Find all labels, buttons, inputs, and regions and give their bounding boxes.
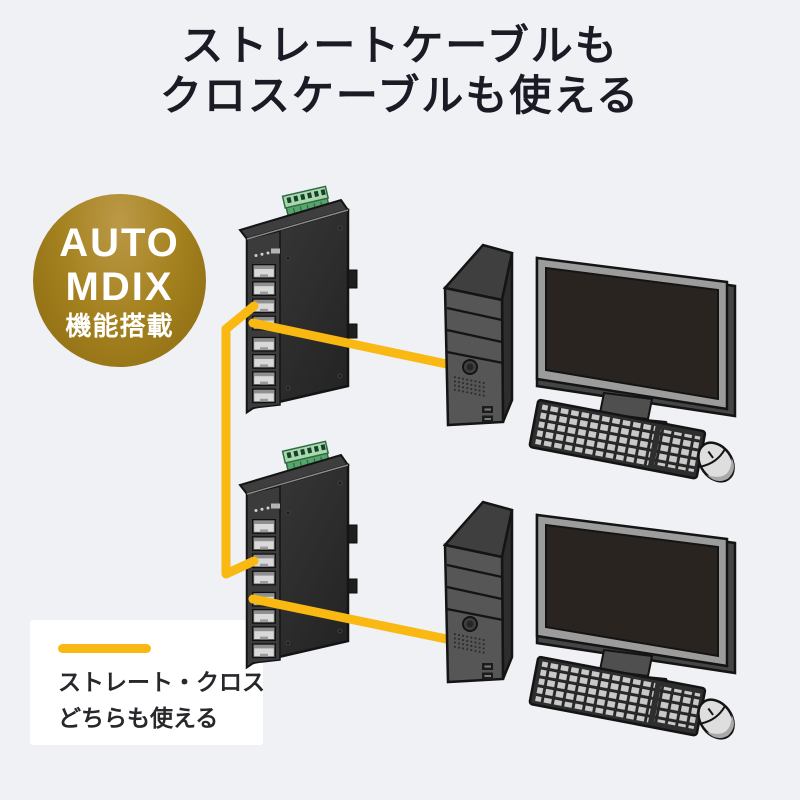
cable-color-swatch bbox=[58, 644, 151, 653]
badge-line2: MDIX bbox=[65, 264, 174, 309]
legend-box: ストレート・クロス どちらも使える bbox=[30, 620, 265, 745]
badge-line1: AUTO bbox=[59, 220, 180, 265]
legend-line2: どちらも使える bbox=[58, 705, 219, 731]
legend-text: ストレート・クロス どちらも使える bbox=[58, 664, 265, 736]
legend-line1: ストレート・クロス bbox=[58, 669, 265, 695]
network-switch-top bbox=[240, 186, 357, 412]
badge-line3: 機能搭載 bbox=[65, 310, 174, 341]
desktop-computer-top bbox=[443, 243, 743, 490]
page-title: ストレートケーブルも クロスケーブルも使える bbox=[0, 22, 800, 122]
page-title-line2: クロスケーブルも使える bbox=[159, 74, 641, 120]
cable-switch2-to-computer2 bbox=[248, 594, 461, 646]
cable-switch1-to-computer1 bbox=[248, 318, 461, 371]
auto-mdix-badge: AUTO MDIX 機能搭載 bbox=[33, 194, 206, 367]
cable-switch-to-switch bbox=[221, 301, 259, 579]
network-switch-bottom bbox=[240, 441, 357, 667]
desktop-computer-bottom bbox=[443, 500, 743, 747]
page-title-line1: ストレートケーブルも bbox=[181, 24, 619, 70]
lan-cables bbox=[221, 301, 461, 646]
